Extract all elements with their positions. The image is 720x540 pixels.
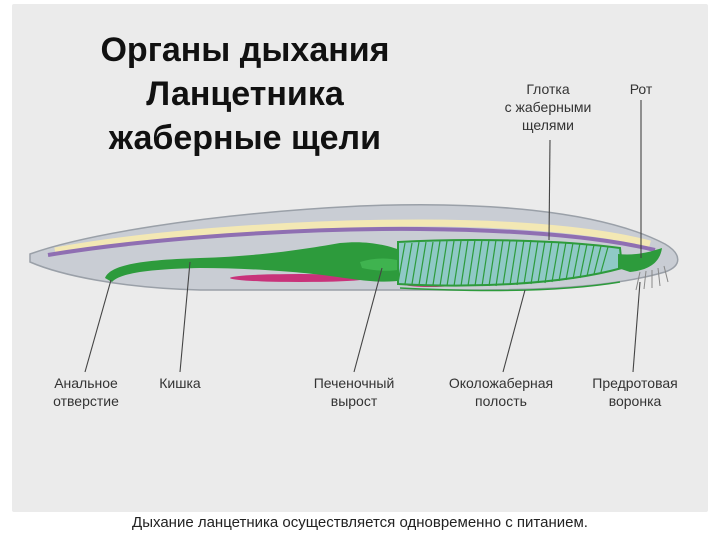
label-anus: Анальное отверстие: [34, 374, 138, 410]
label-mouth: Рот: [618, 80, 664, 98]
slide-caption: Дыхание ланцетника осуществляется одновр…: [0, 514, 720, 531]
label-liver-outgrowth: Печеночный вырост: [298, 374, 410, 410]
label-vestibule: Предротовая воронка: [576, 374, 694, 410]
label-pharynx: Глотка с жаберными щелями: [492, 80, 604, 134]
label-intestine: Кишка: [140, 374, 220, 392]
label-atrium: Околожаберная полость: [428, 374, 574, 410]
